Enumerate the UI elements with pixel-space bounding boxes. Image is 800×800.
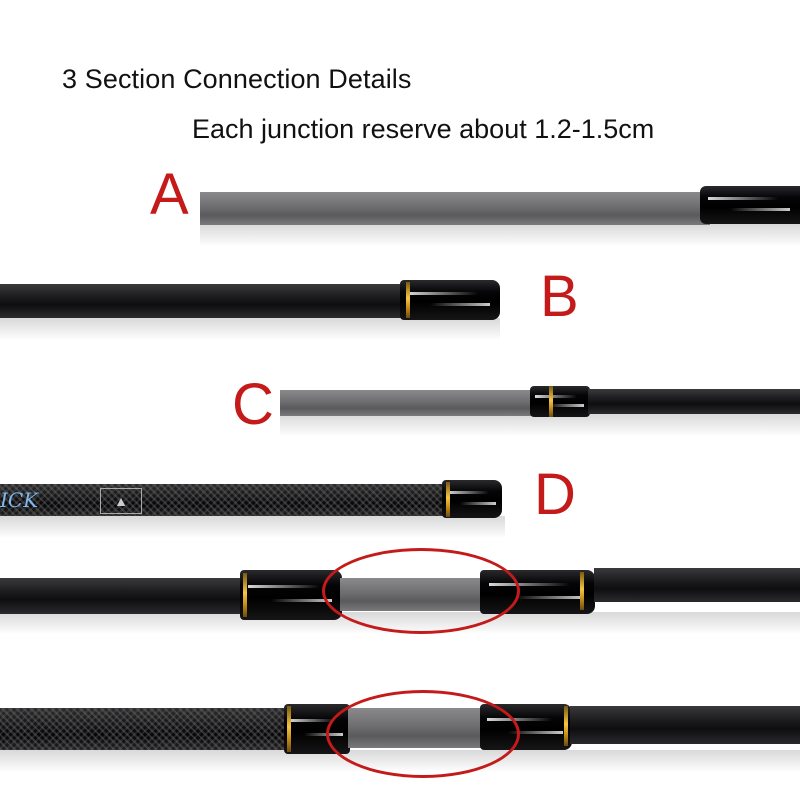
- rod-c-gold-ring: [549, 386, 553, 417]
- joint-2-right-gold-ring: [564, 706, 568, 746]
- joint-2-highlight-ellipse: [326, 690, 520, 778]
- rod-d-brand-script: ICK: [0, 488, 39, 512]
- rod-a-blank: [200, 192, 710, 225]
- joint-1-butt-section: [0, 578, 250, 614]
- label-d: D: [534, 462, 576, 527]
- label-c: C: [232, 372, 274, 437]
- joint-1-right-gold-ring: [580, 572, 584, 610]
- joint-1-left-gold-ring: [243, 573, 247, 617]
- rod-d-blank: [0, 484, 450, 516]
- rod-d-shadow: [0, 516, 505, 538]
- rod-c-shadow: [280, 414, 800, 436]
- rod-c-tip-section: [588, 389, 800, 414]
- joint-2-butt-section: [0, 708, 290, 750]
- joint-1-tip-section: [594, 568, 800, 602]
- rod-d-spec-badge: ▲: [100, 488, 142, 514]
- page-subtitle: Each junction reserve about 1.2-1.5cm: [192, 114, 655, 144]
- rod-d-ferrule: [442, 480, 502, 518]
- rod-b-blank: [0, 284, 410, 318]
- rod-b-ferrule: [400, 280, 500, 320]
- joint-1-highlight-ellipse: [322, 548, 520, 634]
- rod-a-ferrule: [700, 186, 800, 224]
- joint-2-left-gold-ring: [287, 706, 291, 752]
- page-title: 3 Section Connection Details: [62, 64, 412, 94]
- joint-2-tip-section: [570, 706, 800, 744]
- rod-c-ferrule: [530, 386, 590, 417]
- rod-a-shadow: [200, 224, 800, 246]
- label-a: A: [150, 162, 189, 227]
- rod-b-shadow: [0, 318, 500, 340]
- rod-d-gold-ring: [446, 482, 450, 517]
- rod-c-blank: [280, 390, 535, 416]
- label-b: B: [540, 264, 579, 329]
- triangle-logo-icon: ▲: [114, 493, 128, 509]
- rod-b-gold-ring: [406, 282, 410, 318]
